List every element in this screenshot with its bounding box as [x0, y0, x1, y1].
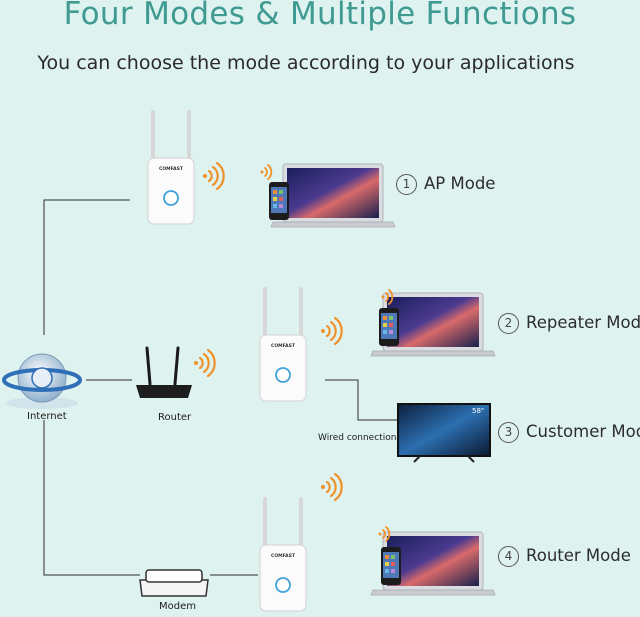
phone-ap [269, 182, 289, 220]
globe-icon [4, 354, 80, 409]
modem-icon [140, 570, 208, 596]
router-label: Router [158, 412, 191, 423]
phone-router [381, 547, 401, 585]
mode-number: 2 [498, 313, 519, 334]
extender-router [260, 499, 306, 611]
mode-label: Router Mode [526, 546, 631, 565]
wifi-icon [321, 474, 342, 500]
mode-router: 4 Router Mode [498, 546, 631, 567]
tv-size-label: 58" [472, 407, 484, 415]
wired-connection-label: Wired connection [318, 433, 396, 443]
modem-label: Modem [159, 601, 196, 612]
phone-repeater [379, 308, 399, 346]
router-icon [136, 348, 192, 398]
mode-ap: 1 AP Mode [396, 174, 495, 195]
mode-label: Customer Mode [526, 422, 640, 441]
mode-number: 3 [498, 422, 519, 443]
connection-lines [44, 200, 398, 575]
mode-number: 1 [396, 174, 417, 195]
internet-label: Internet [27, 411, 67, 422]
wifi-icon [321, 318, 342, 344]
wifi-icon [194, 350, 215, 376]
mode-customer: 3 Customer Mode [498, 422, 640, 443]
wifi-icon [261, 165, 272, 179]
extender-repeater [260, 289, 306, 401]
wifi-icon [203, 163, 224, 189]
mode-label: Repeater Mode [526, 313, 640, 332]
mode-repeater: 2 Repeater Mode [498, 313, 640, 334]
extender-ap [148, 112, 194, 224]
mode-label: AP Mode [424, 174, 495, 193]
mode-number: 4 [498, 546, 519, 567]
laptop-ap [271, 164, 395, 227]
